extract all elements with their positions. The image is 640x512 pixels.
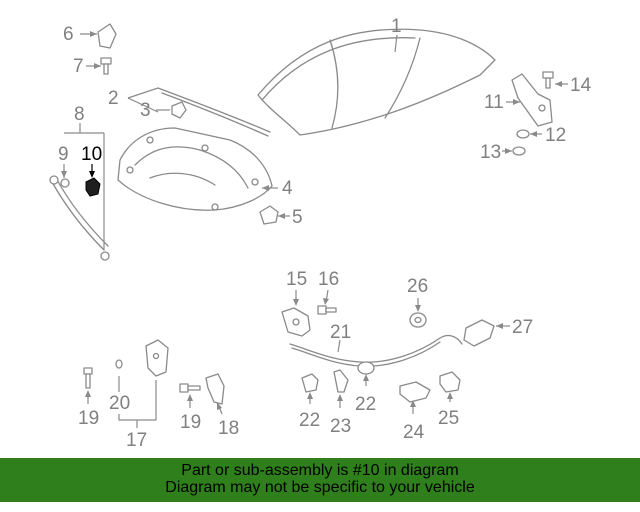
part-support-clip-9 (60, 178, 70, 188)
callout-15: 15 (286, 269, 307, 290)
callout-14: 14 (570, 75, 592, 96)
part-cable-clip-22-left (301, 373, 319, 393)
leader-line-2a (127, 87, 159, 99)
callout-26: 26 (407, 276, 428, 297)
part-clip-23 (333, 369, 349, 393)
leader-line-21 (337, 339, 341, 353)
part-clip-20 (115, 359, 123, 369)
callout-3: 3 (140, 100, 151, 121)
part-hood-latch (281, 307, 311, 337)
part-bolt-19-left (83, 367, 93, 389)
callout-2: 2 (108, 88, 119, 109)
part-hood-insulator (117, 127, 273, 211)
banner-line-part-info: Part or sub-assembly is #10 in diagram (181, 462, 459, 479)
part-lock-bracket-17 (145, 339, 169, 377)
callout-17: 17 (126, 430, 147, 451)
callout-25: 25 (438, 408, 459, 429)
part-retainer-10-highlighted[interactable] (85, 177, 101, 197)
part-grommet (259, 205, 279, 225)
part-hood-hinge (511, 73, 553, 127)
callout-24: 24 (403, 422, 425, 443)
callout-19-right: 19 (180, 412, 201, 433)
callout-22-right: 22 (355, 394, 376, 415)
part-bolt-7 (100, 57, 112, 75)
leader-line-2b (127, 97, 159, 113)
callout-21: 21 (330, 322, 351, 343)
part-bolt-14 (542, 71, 554, 89)
info-banner: Part or sub-assembly is #10 in diagram D… (0, 458, 640, 502)
part-nut-13 (512, 146, 526, 156)
part-hood-stop (97, 23, 117, 49)
part-hood-seal (157, 87, 271, 137)
part-cable-guide-24 (399, 381, 431, 403)
part-cable-clip-22-right (357, 361, 375, 375)
leader-line-1 (394, 34, 398, 53)
part-bracket-18 (205, 373, 225, 405)
callout-11: 11 (484, 92, 504, 113)
callout-18: 18 (218, 418, 239, 439)
part-clip-25 (439, 371, 461, 393)
part-bolt-19-right (179, 383, 201, 393)
callout-22-left: 22 (299, 410, 320, 431)
callout-4: 4 (282, 178, 293, 199)
part-release-cable (289, 334, 463, 367)
callout-23: 23 (330, 416, 351, 437)
part-washer-12 (516, 129, 530, 139)
callout-19-left: 19 (78, 408, 99, 429)
callout-8: 8 (74, 104, 85, 125)
banner-line-disclaimer: Diagram may not be specific to your vehi… (165, 479, 475, 496)
callout-5: 5 (292, 207, 303, 228)
callout-12: 12 (545, 125, 566, 146)
callout-1: 1 (391, 16, 402, 37)
part-release-handle (463, 319, 495, 347)
part-hood-support (49, 175, 110, 261)
callout-10[interactable]: 10 (81, 144, 102, 165)
callout-9: 9 (58, 144, 69, 165)
part-cable-grommet (409, 312, 427, 328)
callout-27: 27 (512, 317, 533, 338)
callout-13: 13 (480, 142, 501, 163)
part-bolt-16 (317, 305, 337, 315)
callout-20: 20 (109, 393, 130, 414)
callout-16: 16 (318, 269, 339, 290)
part-seal-clip (171, 101, 187, 119)
exploded-parts-diagram: 1 2 3 4 5 6 7 (49, 16, 592, 451)
callout-6: 6 (63, 24, 74, 45)
callout-7: 7 (73, 56, 84, 77)
part-hood-panel (257, 28, 496, 136)
